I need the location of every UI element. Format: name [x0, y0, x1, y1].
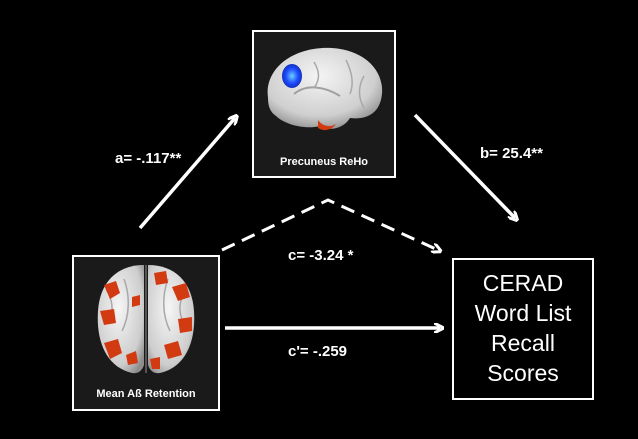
- outcome-line-4: Scores: [487, 360, 559, 386]
- path-a-label: a= -.117**: [115, 150, 182, 167]
- path-c-prime-label: c'= -.259: [288, 343, 348, 360]
- predictor-caption: Mean Aß Retention: [96, 388, 196, 400]
- outcome-box: CERAD Word List Recall Scores: [452, 258, 594, 400]
- arrow-a: [138, 118, 235, 230]
- brain-medial-image: [267, 47, 383, 131]
- outcome-line-3: Recall: [491, 330, 555, 356]
- mediator-caption: Precuneus ReHo: [279, 156, 369, 168]
- outcome-label: CERAD Word List Recall Scores: [454, 268, 592, 388]
- arrow-c-dashed: [221, 198, 438, 250]
- outcome-line-1: CERAD: [482, 270, 564, 296]
- outcome-line-2: Word List: [474, 300, 572, 326]
- arrow-b: [413, 113, 515, 218]
- brain-superior-image: [97, 265, 195, 374]
- mediator-box: Precuneus ReHo: [252, 30, 396, 178]
- predictor-box: Mean Aß Retention: [72, 255, 220, 411]
- path-b-label: b= 25.4**: [480, 145, 543, 162]
- path-c-label: c= -3.24 *: [288, 247, 354, 264]
